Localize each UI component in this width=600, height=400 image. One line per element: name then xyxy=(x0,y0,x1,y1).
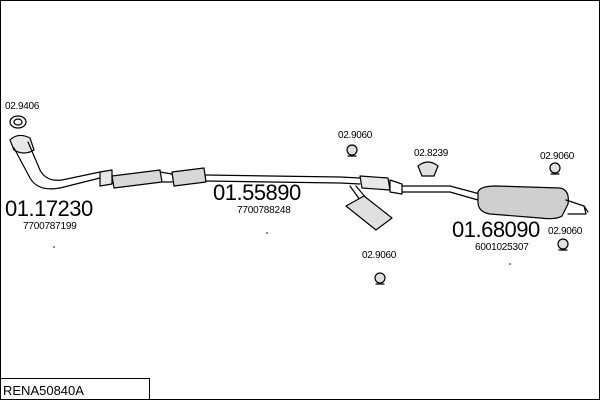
rear-silencer-code: 01.68090 xyxy=(452,217,540,242)
hanger-code: 02.8239 xyxy=(414,148,449,159)
clamp-lower-icon xyxy=(374,272,386,285)
rear-pipe-icon xyxy=(401,185,481,201)
gasket-code: 02.9406 xyxy=(5,101,40,112)
gasket-icon xyxy=(9,115,27,129)
clamp-rear-upper-code: 02.9060 xyxy=(540,151,575,162)
hanger-icon xyxy=(417,161,439,177)
middle-pipe-oem: 7700788248 xyxy=(237,205,291,216)
clamp-rear-lower-code: 02.9060 xyxy=(548,226,583,237)
diagram-reference: RENA50840A xyxy=(3,383,84,398)
front-pipe-oem: 7700787199 xyxy=(23,221,77,232)
clamp-rear-upper-icon xyxy=(549,162,561,175)
rear-silencer-icon xyxy=(477,185,589,220)
diagram-reference-box: RENA50840A xyxy=(0,378,150,399)
rear-silencer-oem: 6001025307 xyxy=(475,242,529,253)
middle-pipe-code: 01.55890 xyxy=(213,180,301,205)
front-pipe-icon xyxy=(9,134,113,190)
front-pipe-code: 01.17230 xyxy=(5,196,93,221)
clamp-middle-icon xyxy=(346,144,358,157)
resonator-icon xyxy=(111,169,175,189)
clamp-middle-code: 02.9060 xyxy=(338,130,373,141)
center-silencer-icon xyxy=(171,167,361,187)
pipe-joint-icon xyxy=(359,175,403,195)
clamp-lower-code: 02.9060 xyxy=(362,250,397,261)
hanging-muffler-icon xyxy=(345,185,393,231)
clamp-rear-lower-icon xyxy=(557,238,569,251)
